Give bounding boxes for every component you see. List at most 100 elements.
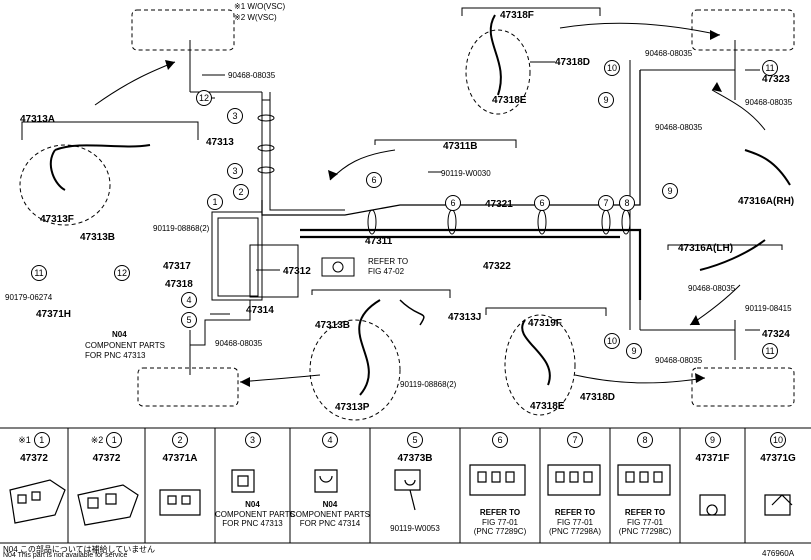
bottom-cell-9[interactable]: 8 REFER TO FIG 77-01 (PNC 77298C) (610, 432, 680, 537)
cell-9-num: 8 (637, 432, 653, 448)
callout-8[interactable]: 8 (619, 195, 635, 211)
component-parts-label: COMPONENT PARTS (85, 341, 166, 350)
cell-2-num: 1 (106, 432, 123, 448)
label-47371H[interactable]: 47371H (36, 309, 72, 320)
label-47314[interactable]: 47314 (246, 305, 274, 316)
label-47311B[interactable]: 47311B (443, 141, 478, 152)
callout-12a[interactable]: 12 (196, 90, 212, 106)
bolt-90119-08868-a[interactable]: 90119-08868(2) (153, 224, 210, 233)
callout-2[interactable]: 2 (233, 184, 249, 200)
callout-4[interactable]: 4 (181, 292, 197, 308)
cell-4-line2: COMPONENT PARTS (215, 509, 296, 519)
cell-5-num: 4 (322, 432, 338, 448)
cell-2-part: 47372 (92, 453, 121, 464)
bolt-90119-08868-b[interactable]: 90119-08868(2) (400, 380, 457, 389)
label-47313F[interactable]: 47313F (40, 214, 74, 225)
label-47316A-RH[interactable]: 47316A(RH) (738, 196, 795, 207)
callout-7[interactable]: 7 (598, 195, 614, 211)
label-47312[interactable]: 47312 (283, 266, 311, 277)
bottom-cell-11[interactable]: 10 47371G (745, 432, 811, 464)
cell-9-line3: (PNC 77298C) (618, 527, 672, 537)
callout-10b[interactable]: 10 (604, 333, 620, 349)
bolt-90468-6[interactable]: 90468-08035 (655, 356, 703, 365)
label-47318F[interactable]: 47318F (500, 10, 534, 21)
callout-11b[interactable]: 11 (762, 343, 778, 359)
label-47318[interactable]: 47318 (165, 279, 193, 290)
cell-8-line1: REFER TO (554, 508, 596, 517)
cell-6-num: 5 (407, 432, 423, 448)
bolt-90179-06274[interactable]: 90179-06274 (5, 293, 53, 302)
label-47316A-LH[interactable]: 47316A(LH) (678, 243, 734, 254)
bolt-90119-08415[interactable]: 90119-08415 (745, 304, 792, 313)
label-47313P[interactable]: 47313P (335, 402, 370, 413)
cell-3-part: 47371A (162, 453, 198, 464)
cell-8-line2[interactable]: FIG 77-01 (556, 517, 593, 527)
cell-4-n04: N04 (245, 500, 260, 509)
callout-11c[interactable]: 11 (31, 265, 47, 281)
label-47321[interactable]: 47321 (485, 199, 513, 210)
callout-3a[interactable]: 3 (227, 108, 243, 124)
cell-9-line1: REFER TO (624, 508, 666, 517)
cell-11-num: 10 (770, 432, 786, 448)
bolt-90468-4[interactable]: 90468-08035 (655, 123, 703, 132)
cell-7-line2[interactable]: FIG 77-01 (481, 517, 518, 527)
label-47317[interactable]: 47317 (163, 261, 191, 272)
refer-to-label: REFER TO (368, 257, 409, 266)
bottom-cell-4[interactable]: 3 N04 COMPONENT PARTS FOR PNC 47313 (215, 432, 296, 529)
bolt-90468-5[interactable]: 90468-08035 (688, 284, 736, 293)
callout-6c[interactable]: 6 (534, 195, 550, 211)
footnote-japanese: N04 この部品については補給していません (3, 545, 156, 554)
fig-47-02-link[interactable]: FIG 47-02 (368, 267, 405, 276)
callout-9a[interactable]: 9 (598, 92, 614, 108)
bolt-90468-7[interactable]: 90468-08035 (215, 339, 263, 348)
callout-6b[interactable]: 6 (445, 195, 461, 211)
callout-6a[interactable]: 6 (366, 172, 382, 188)
label-47318E-top[interactable]: 47318E (492, 95, 527, 106)
bottom-cell-10[interactable]: 9 47371F (680, 432, 745, 464)
callout-12b[interactable]: 12 (114, 265, 130, 281)
label-47318D-top[interactable]: 47318D (555, 57, 591, 68)
label-47313J[interactable]: 47313J (448, 312, 482, 323)
bottom-cell-8[interactable]: 7 REFER TO FIG 77-01 (PNC 77298A) (540, 432, 610, 537)
bottom-cell-3[interactable]: 2 47371A (145, 432, 215, 464)
label-47313A[interactable]: 47313A (20, 114, 56, 125)
bolt-90468-2[interactable]: 90468-08035 (645, 49, 693, 58)
front-left-wheel-area (131, 9, 235, 51)
callout-5[interactable]: 5 (181, 312, 197, 328)
callout-11a[interactable]: 11 (762, 60, 778, 76)
label-47323[interactable]: 47323 (762, 74, 790, 85)
cell-5-line2: COMPONENT PARTS (290, 509, 371, 519)
cell-3-num: 2 (172, 432, 188, 448)
footnote-english: N04 This part is not available for servi… (3, 552, 128, 559)
callout-10a[interactable]: 10 (604, 60, 620, 76)
label-47313B-left[interactable]: 47313B (80, 232, 116, 243)
label-47318E-bottom[interactable]: 47318E (530, 401, 565, 412)
label-47322[interactable]: 47322 (483, 261, 511, 272)
label-47319F[interactable]: 47319F (528, 318, 562, 329)
callout-1[interactable]: 1 (207, 194, 223, 210)
legend-note-2: ※2 W(VSC) (234, 13, 277, 22)
callout-9c[interactable]: 9 (626, 343, 642, 359)
label-47324[interactable]: 47324 (762, 329, 790, 340)
bottom-cell-5[interactable]: 4 N04 COMPONENT PARTS FOR PNC 47314 (290, 432, 370, 529)
cell-5-n04: N04 (322, 500, 338, 509)
bottom-cell-6[interactable]: 5 47373B 90119-W0053 (370, 432, 460, 534)
bottom-cell-7[interactable]: 6 REFER TO FIG 77-01 (PNC 77289C) (460, 432, 540, 537)
label-47313B-mid[interactable]: 47313B (315, 320, 351, 331)
bolt-90119-W0030[interactable]: 90119-W0030 (441, 169, 491, 178)
cell-9-line2[interactable]: FIG 77-01 (626, 517, 663, 527)
cell-1-mark: ※1 (18, 435, 31, 445)
bolt-90468-1[interactable]: 90468-08035 (228, 71, 276, 80)
bolt-90468-3[interactable]: 90468-08035 (745, 98, 793, 107)
cell-4-line3: FOR PNC 47313 (222, 519, 283, 529)
callout-3b[interactable]: 3 (227, 163, 243, 179)
label-47318D-bottom[interactable]: 47318D (580, 392, 616, 403)
label-47311[interactable]: 47311 (365, 236, 393, 247)
label-47313[interactable]: 47313 (206, 137, 234, 148)
cell-6-part: 47373B (397, 453, 433, 464)
callout-9b[interactable]: 9 (662, 183, 678, 199)
